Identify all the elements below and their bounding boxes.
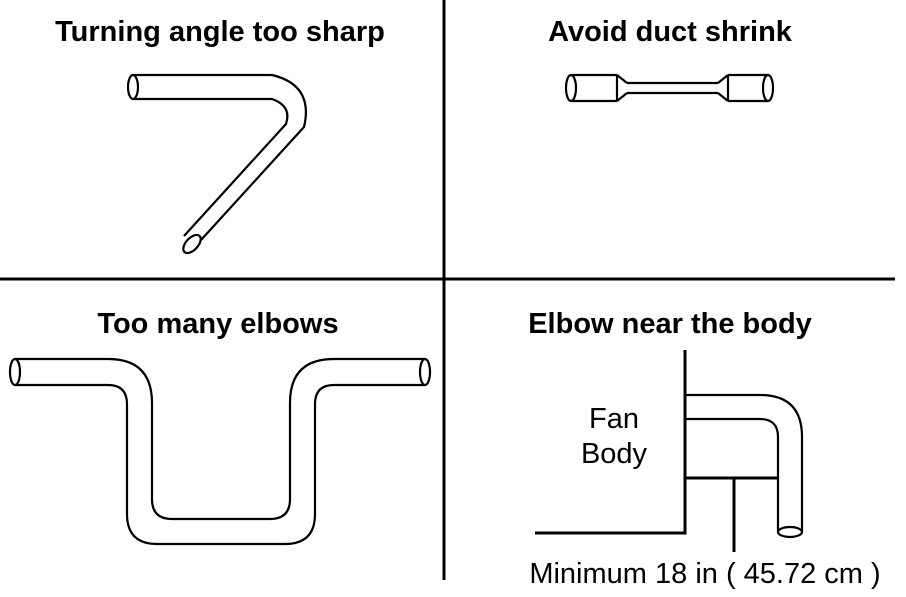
elbow-duct (685, 393, 804, 539)
panel-duct-shrink: Avoid duct shrink (548, 16, 793, 103)
panel-elbow-near-body: Elbow near the body Fan Body Minimum 18 … (528, 308, 880, 590)
fan-body: Fan Body (535, 350, 687, 535)
fan-body-label-line2: Body (581, 438, 648, 470)
shrinking-duct (564, 73, 775, 103)
panel-title-too-many-elbows: Too many elbows (97, 308, 338, 340)
panel-too-many-elbows: Too many elbows (8, 308, 432, 546)
fan-body-label-line1: Fan (589, 403, 639, 435)
panel-title-elbow-near-body: Elbow near the body (528, 308, 812, 340)
panel-turning-angle: Turning angle too sharp (55, 16, 385, 255)
panel-title-turning-angle: Turning angle too sharp (55, 16, 385, 48)
panel-title-duct-shrink: Avoid duct shrink (548, 16, 793, 48)
sharp-turn-duct (126, 73, 307, 255)
minimum-distance-marker: Minimum 18 in ( 45.72 cm ) (529, 478, 881, 590)
multi-elbow-duct (8, 357, 432, 546)
minimum-distance-label: Minimum 18 in ( 45.72 cm ) (529, 558, 880, 590)
